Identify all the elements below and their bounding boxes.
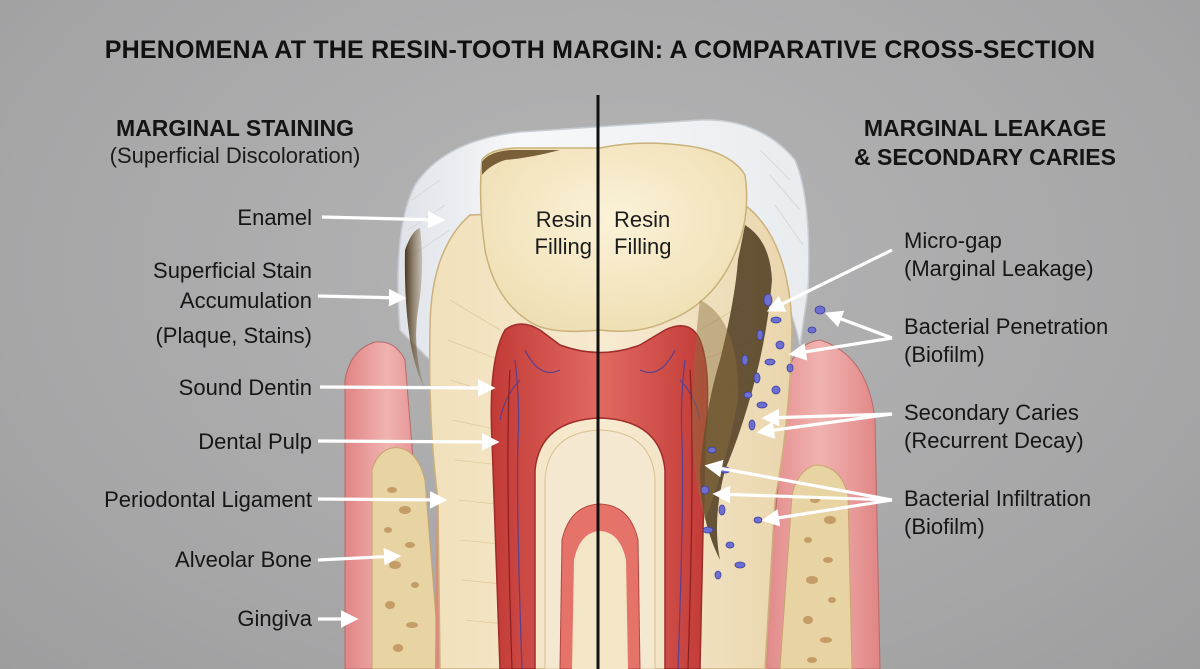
arrow-microgap xyxy=(766,248,893,312)
arrow-enamel xyxy=(321,210,446,229)
alveolar-bone-left-shape xyxy=(371,447,441,669)
left-arrows xyxy=(317,210,500,628)
resin-label-right-line2: Filling xyxy=(614,234,672,259)
label-ligament: Periodontal Ligament xyxy=(104,487,312,512)
label-stain-line2: Accumulation xyxy=(179,288,312,313)
left-subheading: (Superficial Discoloration) xyxy=(109,143,361,168)
resin-label-left-line1: Resin xyxy=(535,207,592,232)
arrow-penetration-a xyxy=(824,310,893,340)
arrow-infiltration-c xyxy=(761,498,893,527)
pulp-vessels xyxy=(499,349,701,669)
resin-filling-shape xyxy=(479,142,748,333)
arrow-caries-b xyxy=(756,412,893,439)
label-gingiva: Gingiva xyxy=(237,606,312,631)
arrow-bone xyxy=(317,547,402,566)
right-heading-line1: MARGINAL LEAKAGE xyxy=(863,115,1107,141)
arrow-stain xyxy=(317,288,407,307)
right-arrows xyxy=(704,248,893,527)
label-microgap-line1: Micro-gap xyxy=(904,228,1002,253)
label-microgap-line2: (Marginal Leakage) xyxy=(904,256,1094,281)
label-penetration-line1: Bacterial Penetration xyxy=(904,314,1109,339)
label-dentin: Sound Dentin xyxy=(178,375,312,400)
left-stain-margin xyxy=(482,150,560,175)
label-pulp: Dental Pulp xyxy=(198,429,312,454)
resin-label-left-line2: Filling xyxy=(534,234,592,259)
right-decay-diffuse xyxy=(691,300,739,520)
label-enamel: Enamel xyxy=(237,205,312,230)
pulp-chamber-shape xyxy=(490,323,709,669)
label-caries-line1: Secondary Caries xyxy=(904,400,1079,425)
label-stain-line3: (Plaque, Stains) xyxy=(155,323,312,348)
arrow-infiltration-b xyxy=(712,485,893,504)
resin-label-right-line1: Resin xyxy=(614,207,671,232)
label-stain-line1: Superficial Stain xyxy=(153,258,312,283)
left-heading: MARGINAL STAINING xyxy=(115,115,355,141)
left-stain-accumulation xyxy=(404,228,425,390)
inner-dentin-core xyxy=(572,531,628,669)
page-title: PHENOMENA AT THE RESIN-TOOTH MARGIN: A C… xyxy=(104,36,1096,64)
label-bone: Alveolar Bone xyxy=(175,547,312,572)
arrow-ligament xyxy=(317,491,448,509)
arrow-infiltration-a xyxy=(704,459,893,502)
arrow-penetration-b xyxy=(788,336,893,361)
right-heading-line2: & SECONDARY CARIES xyxy=(854,144,1116,170)
arrow-pulp xyxy=(317,433,500,451)
arrow-dentin xyxy=(319,379,496,397)
label-infiltration-line1: Bacterial Infiltration xyxy=(904,486,1092,511)
label-caries-line2: (Recurrent Decay) xyxy=(904,428,1084,453)
label-infiltration-line2: (Biofilm) xyxy=(904,514,985,539)
label-penetration-line2: (Biofilm) xyxy=(904,342,985,367)
arrow-caries xyxy=(761,408,893,427)
